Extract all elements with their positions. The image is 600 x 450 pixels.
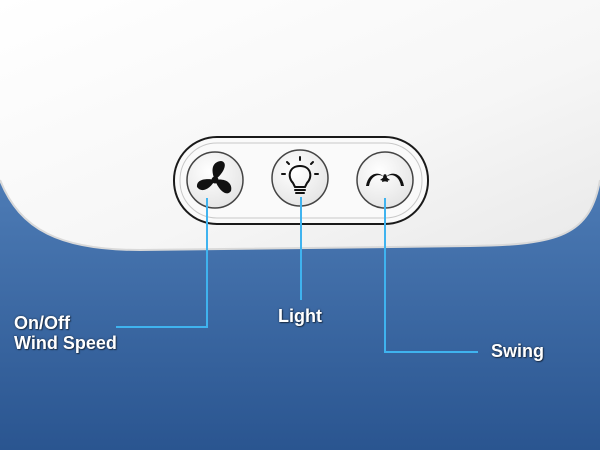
callout-lines — [116, 197, 478, 353]
onoff-label: On/Off — [14, 313, 70, 333]
onoff-wind-speed-label: On/Off Wind Speed — [14, 313, 117, 353]
fan-icon — [196, 161, 232, 194]
wind-speed-label: Wind Speed — [14, 333, 117, 353]
callout-line-fan — [116, 198, 208, 328]
swing-label: Swing — [491, 341, 544, 361]
light-bulb-icon — [281, 156, 319, 194]
swing-arrows-icon — [366, 173, 404, 186]
fan-button[interactable] — [186, 151, 244, 209]
callout-line-swing — [384, 198, 478, 353]
light-label: Light — [278, 306, 322, 326]
device-body-edge — [0, 179, 600, 252]
device-body — [0, 0, 600, 250]
